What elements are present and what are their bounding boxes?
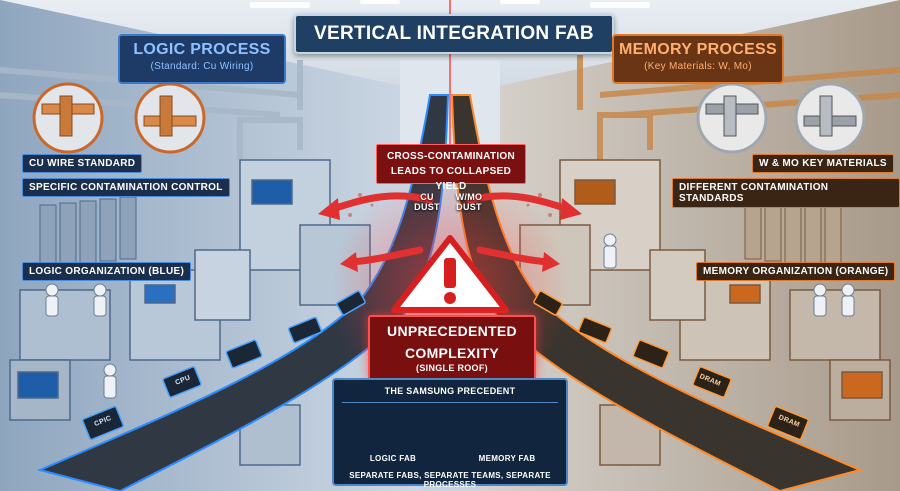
page-title: VERTICAL INTEGRATION FAB	[294, 14, 614, 54]
memory-contamination-label: DIFFERENT CONTAMINATION STANDARDS	[672, 178, 900, 208]
cross-contamination-line2: LEADS TO COLLAPSED YIELD	[390, 166, 512, 192]
precedent-title: THE SAMSUNG PRECEDENT	[384, 386, 516, 396]
logic-process-subtitle: (Standard: Cu Wiring)	[150, 61, 254, 72]
memory-process-subtitle: (Key Materials: W, Mo)	[644, 61, 752, 72]
logic-process-panel: LOGIC PROCESS (Standard: Cu Wiring)	[118, 34, 286, 84]
workers	[45, 233, 855, 399]
memory-process-panel: MEMORY PROCESS (Key Materials: W, Mo)	[612, 34, 784, 84]
precedent-divider	[342, 402, 558, 403]
tungsten-molybdenum-icon	[696, 82, 866, 154]
w-mo-dust-label: W/Mo DUST	[452, 192, 486, 212]
memory-organization-label: MEMORY ORGANIZATION (ORANGE)	[696, 262, 896, 281]
cu-dust-line2: DUST	[414, 202, 440, 212]
logic-process-title: LOGIC PROCESS	[133, 41, 271, 58]
cu-wire-label: Cu WIRE STANDARD	[22, 154, 143, 173]
samsung-precedent-panel: THE SAMSUNG PRECEDENT LOGIC FAB MEMORY F…	[332, 378, 568, 489]
copper-wire-icon	[32, 82, 206, 154]
dust-arrows	[326, 192, 574, 266]
memory-fab-label: MEMORY FAB	[478, 454, 536, 463]
complexity-sub: (SINGLE ROOF)	[416, 363, 488, 373]
logic-chips	[82, 290, 366, 441]
w-mo-materials-label: W & Mo KEY MATERIALS	[752, 154, 894, 173]
logic-fab-label: LOGIC FAB	[369, 454, 417, 463]
w-mo-dust-line1: W/Mo	[455, 192, 483, 202]
complexity-line1: UNPRECEDENTED	[387, 323, 517, 339]
logic-contamination-label: SPECIFIC CONTAMINATION CONTROL	[22, 178, 230, 197]
cross-contamination-warning: CROSS-CONTAMINATION LEADS TO COLLAPSED Y…	[376, 144, 526, 192]
memory-process-title: MEMORY PROCESS	[618, 41, 777, 58]
dust-particles	[348, 193, 552, 217]
left-filter-panels	[39, 196, 137, 268]
w-mo-dust-line2: DUST	[456, 202, 482, 212]
complexity-callout: UNPRECEDENTED COMPLEXITY (SINGLE ROOF)	[368, 315, 536, 383]
warning-icon	[391, 235, 509, 313]
cu-dust-line1: Cu	[420, 192, 434, 202]
complexity-line2: COMPLEXITY	[404, 345, 499, 361]
ceiling-lights	[250, 0, 650, 8]
precedent-footer: SEPARATE FABS, SEPARATE TEAMS, SEPARATE …	[349, 471, 551, 489]
cross-contamination-line1: CROSS-CONTAMINATION	[386, 151, 516, 162]
cu-dust-label: Cu DUST	[412, 192, 442, 212]
memory-chips	[533, 290, 809, 441]
dust-arrowheads	[318, 198, 582, 272]
logic-organization-label: LOGIC ORGANIZATION (BLUE)	[22, 262, 192, 281]
